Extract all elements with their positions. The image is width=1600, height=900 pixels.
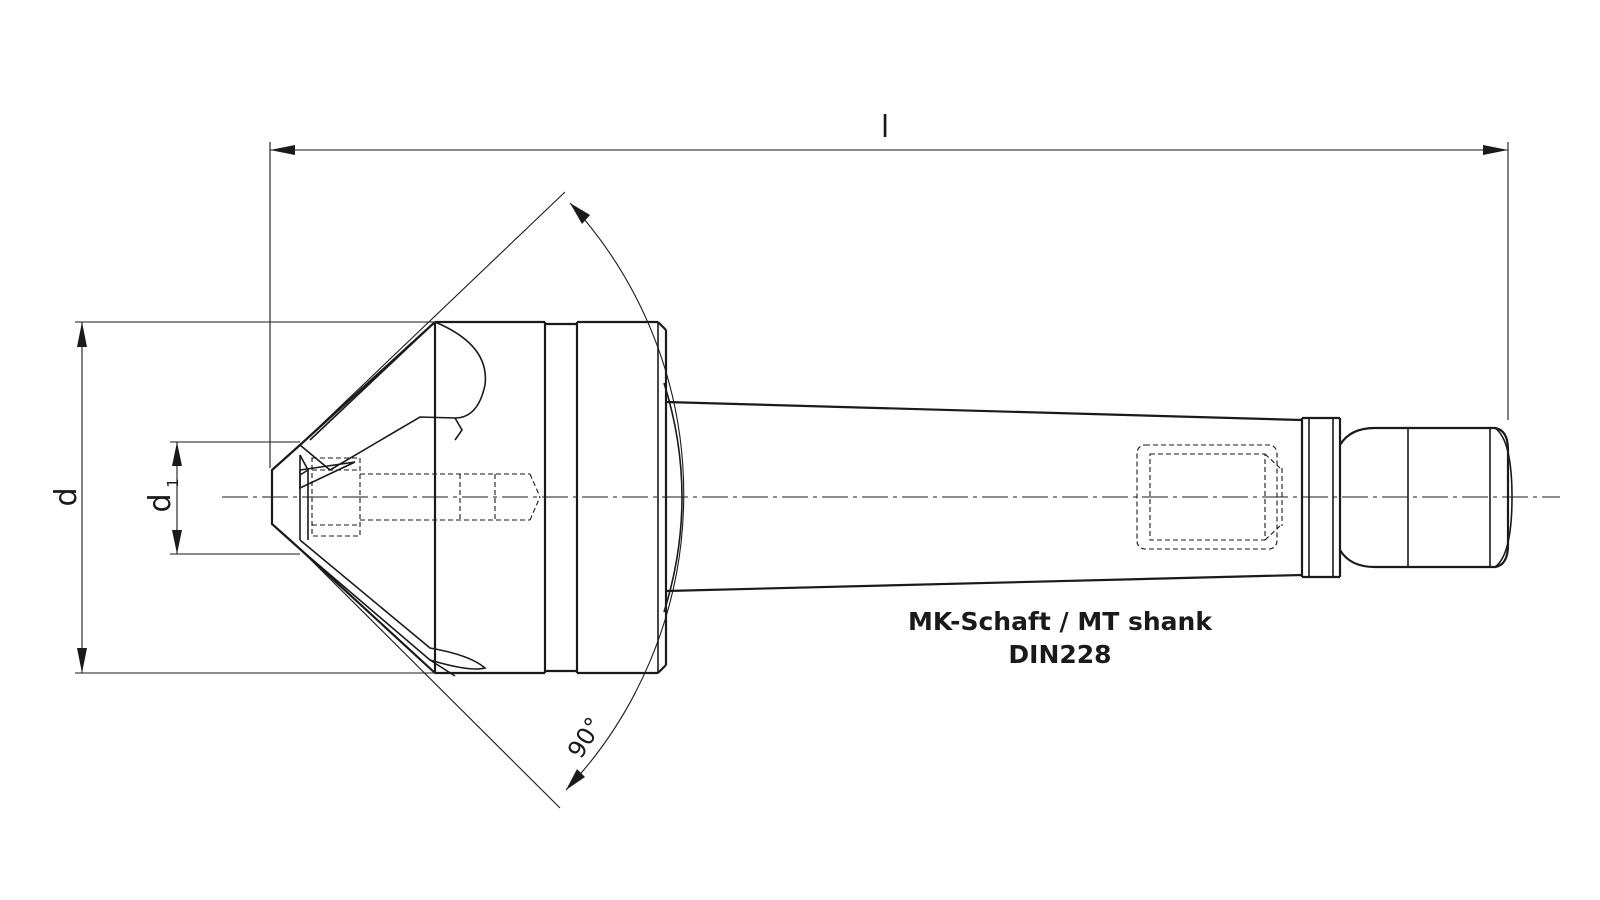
- dimension-angle-label: 90°: [562, 712, 608, 763]
- cutter-head: [270, 321, 487, 677]
- dimension-l: [269, 142, 1509, 468]
- hidden-shank-thread: [1136, 444, 1283, 550]
- dimension-l-label: l: [881, 110, 889, 145]
- dimension-d1-subscript: 1: [164, 478, 182, 488]
- dimension-d-label: d: [49, 487, 84, 506]
- dimension-d: [75, 321, 435, 674]
- caption-line-2: DIN228: [1008, 640, 1111, 669]
- dimension-d1: [170, 441, 300, 555]
- hidden-screw: [311, 457, 541, 537]
- dimension-d1-label: d: [143, 493, 178, 512]
- morse-taper-shank: [665, 400, 1513, 593]
- caption-line-1: MK-Schaft / MT shank: [908, 607, 1213, 636]
- flange-arc: [663, 382, 683, 613]
- dimension-angle: [299, 191, 685, 809]
